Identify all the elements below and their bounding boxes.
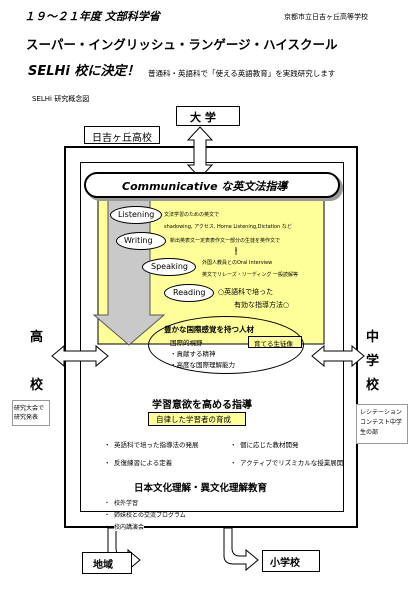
- selhi-decided: SELHi 校に決定！: [28, 64, 140, 79]
- note-4: 外国人教員とのOral Interview: [202, 260, 273, 266]
- subtitle: 普通科・英語科で「使える英語教育」を実践研究します: [148, 69, 336, 78]
- university-label: 大 学: [190, 111, 216, 124]
- culture-title: 日本文化理解・異文化理解教育: [134, 483, 268, 494]
- culture-bullet-3: ・: [104, 524, 111, 531]
- learner-label: 自律した学習者の育成: [156, 415, 231, 424]
- bullet-1: ・: [104, 441, 111, 449]
- right-note-box: [356, 404, 408, 444]
- main-title: スーパー・イングリッシュ・ランゲージ・ハイスクール: [26, 37, 338, 52]
- elementary-box: [262, 550, 320, 572]
- bottom-right-arrow: [223, 527, 259, 572]
- left-note-box: [12, 400, 50, 426]
- skill-listening-desc: 文法学習のための英文で: [164, 212, 220, 218]
- motivation-item-1: 英語科で培った指導法の発展: [114, 441, 199, 449]
- note-5: 英文でリレーズ・リーディング 一般読解等: [202, 272, 298, 278]
- skill-listening-label: Listening: [118, 210, 155, 219]
- comm-title-box: [84, 172, 340, 198]
- global-title: 豊かな国際感覚を持つ人材: [164, 325, 254, 334]
- left-bottom-char: 校: [30, 378, 44, 393]
- left-note: 研究大会で研究発表: [14, 405, 45, 421]
- learner-box: [148, 412, 246, 426]
- left-top-char: 高: [30, 330, 44, 345]
- bullet-2: ・: [230, 441, 237, 449]
- motivation-item-2: 個に応じた教材開発: [240, 441, 299, 449]
- skill-reading-label: Reading: [173, 288, 206, 297]
- year-line: １９～２１年度 文部科学省: [24, 10, 160, 23]
- right-note: レシテーションコンテスト中学生の部: [360, 409, 403, 436]
- right-mid-char: 学: [366, 354, 380, 369]
- elementary-label: 小学校: [270, 558, 300, 569]
- skill-speaking: [142, 258, 196, 276]
- skill-listening: [110, 206, 162, 224]
- region-label: 地域: [93, 560, 113, 571]
- bullet-3: ・: [104, 459, 111, 467]
- note-1: shadowing, アクセス, Home Listening,Dictatio…: [164, 224, 292, 230]
- right-arrow: [311, 344, 365, 368]
- comm-title: Communicative な英文法指導: [122, 180, 288, 193]
- global-item-1: 国際的視野: [170, 339, 203, 347]
- global-item-2: ・貢献する精神: [170, 350, 216, 358]
- school-top: 京都市立日吉ヶ丘高等学校: [284, 13, 368, 21]
- nurture-box: [248, 336, 302, 348]
- global-ellipse: [148, 316, 304, 374]
- school-tab-label: 日吉ヶ丘高校: [92, 133, 152, 144]
- reading-note-2: 有効な指導方法○: [234, 301, 290, 309]
- university-box: [176, 106, 240, 126]
- skill-writing: [116, 232, 166, 250]
- global-item-3: ・高度な国際理解能力: [170, 361, 235, 369]
- school-tab: [84, 126, 160, 144]
- motivation-title: 学習意欲を高める指導: [152, 400, 252, 411]
- university-arrow: [186, 126, 214, 179]
- right-top-char: 中: [366, 330, 380, 345]
- right-bottom-char: 校: [366, 378, 380, 393]
- skill-reading: [164, 284, 214, 302]
- bullet-4: ・: [230, 459, 237, 467]
- culture-item-2: 姉妹校との交流プログラム: [114, 512, 186, 519]
- culture-bullet-1: ・: [104, 500, 111, 507]
- motivation-item-3: 反復練習による定着: [114, 459, 173, 467]
- skill-speaking-label: Speaking: [151, 262, 188, 271]
- culture-item-3: 校内講演会: [114, 522, 145, 531]
- concept-label: SELHi 研究概念図: [32, 95, 90, 103]
- note-3: ↓: [234, 247, 239, 253]
- reading-note-1: ○英語科で培った: [218, 288, 274, 296]
- culture-item-1: 校外学習: [114, 500, 139, 507]
- left-arrow: [51, 344, 109, 368]
- skill-writing-label: Writing: [124, 236, 153, 245]
- region-box: [82, 552, 132, 574]
- culture-bullet-2: ・: [104, 512, 111, 519]
- nurture-label: 育てる生徒像: [254, 340, 293, 348]
- motivation-item-4: アクティブでリズミカルな授業展開: [240, 459, 344, 467]
- note-2: 新出英表文一定表表作文一部分の生徒を英作文で: [170, 238, 281, 244]
